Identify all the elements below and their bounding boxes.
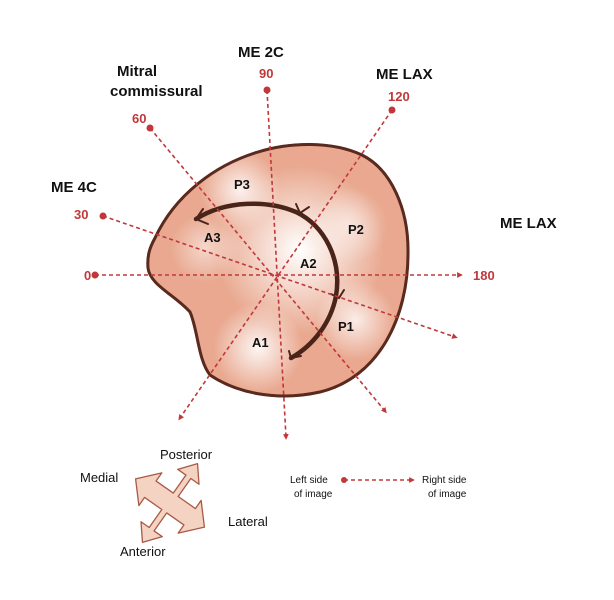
leaflet-label-p3: P3	[234, 177, 250, 192]
origin-dot-60	[146, 124, 154, 132]
leaflet-label-a1: A1	[252, 335, 269, 350]
scallop-mark-p3-p2	[295, 203, 310, 215]
scan-angle-lines	[95, 89, 463, 440]
leaflet-label-a2: A2	[300, 256, 317, 271]
leaflet-label-p2: P2	[348, 222, 364, 237]
angle-label-0: 0	[84, 268, 91, 283]
commissure-mark-posteromedial	[288, 350, 302, 360]
scan-line-90	[266, 89, 289, 440]
view-label-mitral-commissural-line1: Mitral	[117, 63, 157, 80]
origin-dot-90	[263, 86, 271, 94]
view-label-mitral-commissural-line2: commissural	[110, 83, 203, 100]
angle-label-180: 180	[473, 268, 495, 283]
legend-left-side-line2: of image	[294, 489, 333, 500]
legend-right-side-line2: of image	[428, 489, 467, 500]
coaptation-line	[193, 201, 340, 361]
orientation-compass: Posterior Medial Lateral Anterior	[80, 447, 268, 559]
legend-left-side-line1: Left side	[290, 475, 328, 486]
scan-line-60	[149, 127, 387, 414]
orientation-label-posterior: Posterior	[160, 447, 213, 462]
angle-label-30: 30	[74, 207, 88, 222]
angle-label-120: 120	[388, 89, 410, 104]
leaflet-label-p1: P1	[338, 319, 354, 334]
scan-line-30	[102, 215, 458, 339]
view-label-me-lax-top: ME LAX	[376, 66, 433, 83]
view-label-me-lax-right: ME LAX	[500, 215, 557, 232]
scan-line-120	[178, 109, 393, 421]
view-label-me-4c: ME 4C	[51, 179, 97, 196]
orientation-label-lateral: Lateral	[228, 514, 268, 529]
angle-label-60: 60	[132, 111, 146, 126]
commissure-mark-anterolateral	[194, 208, 209, 225]
orientation-label-anterior: Anterior	[120, 544, 166, 559]
legend-right-side-line1: Right side	[422, 475, 467, 486]
origin-dot-0	[91, 271, 99, 279]
leaflet-label-a3: A3	[204, 230, 221, 245]
orientation-label-medial: Medial	[80, 470, 118, 485]
image-side-legend: Left side of image Right side of image	[290, 475, 467, 500]
view-label-me-2c: ME 2C	[238, 44, 284, 61]
scallop-mark-p2-p1	[330, 289, 345, 300]
scan-line-origin-dots	[91, 86, 396, 279]
origin-dot-120	[388, 106, 396, 114]
mitral-valve	[146, 143, 410, 398]
angle-label-90: 90	[259, 66, 273, 81]
origin-dot-30	[99, 212, 107, 220]
four-way-arrow-icon	[134, 463, 206, 543]
